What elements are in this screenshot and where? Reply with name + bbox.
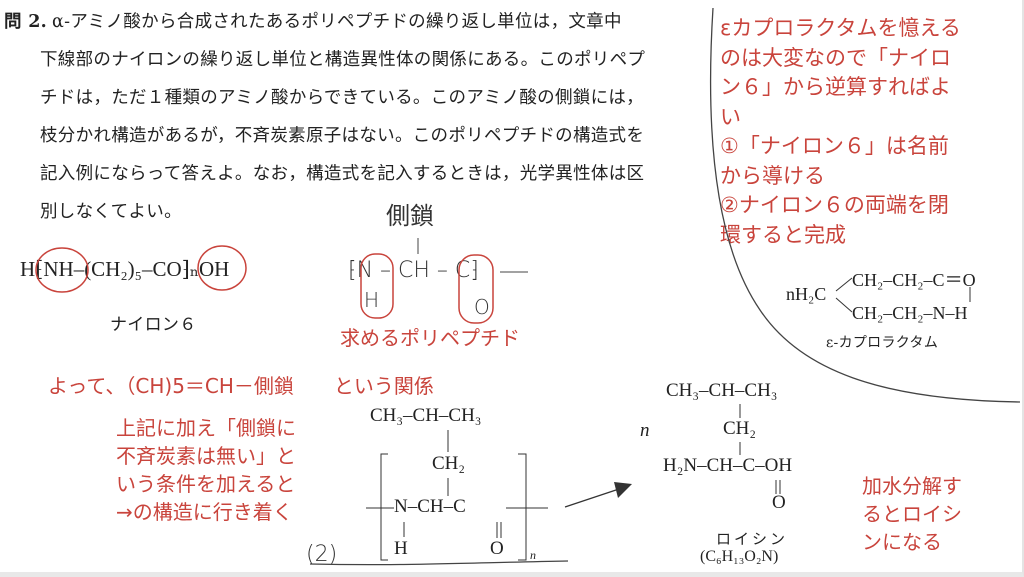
caprolactam-bond: [835, 277, 853, 292]
question-line-3: チドは，ただ１種類のアミノ酸からできている。このアミノ酸の側鎖には，: [40, 88, 644, 108]
handwritten-c-o: O: [474, 295, 490, 319]
leucine-formula: (C₆H₁₃O₂N): [700, 548, 779, 565]
divider-curve: [709, 7, 1021, 403]
side-chain-label: 側鎖: [386, 202, 434, 230]
condition-line: 不斉炭素は無い」と: [116, 444, 296, 468]
leucine-n: n: [640, 420, 650, 441]
target-polypeptide-note: 求めるポリペプチド: [340, 326, 520, 350]
condition-line: 上記に加え「側鎖に: [116, 416, 296, 440]
hydrolysis-line: 加水分解す: [862, 474, 962, 498]
hydrolysis-line: るとロイシ: [862, 502, 962, 526]
note-line: のは大変なので「ナイロ: [720, 45, 951, 70]
relation-note: よって、（CH)5＝CH－側鎖 という関係: [48, 374, 434, 398]
question-number: 問 2.: [4, 12, 48, 32]
caprolactam-prefix: nH₂C: [786, 284, 827, 304]
question-line-5: 記入例にならって答えよ。なお，構造式を記入するときは，光学異性体は区: [40, 164, 645, 184]
leucine-bonds: [739, 404, 781, 494]
answer-o: O: [490, 538, 504, 559]
handwritten-n-h: H: [364, 288, 380, 312]
caprolactam-top: CH₂–CH₂–C＝O: [852, 270, 976, 290]
note-line: εカプロラクタムを憶える: [720, 16, 961, 40]
condition-line: いう条件を加えると: [116, 472, 296, 496]
arrow-head-icon: [614, 482, 632, 498]
note-line: い: [720, 104, 741, 129]
answer-backbone: N–CH–C: [394, 496, 466, 517]
answer-ch2: CH₂: [432, 453, 466, 474]
answer-underline: [309, 560, 569, 566]
co-circle: [197, 245, 247, 291]
note-line: ②ナイロン６の両端を閉: [720, 193, 949, 217]
question-line-6: 別しなくてよい。: [40, 202, 182, 222]
note-line: 環すると完成: [720, 222, 846, 247]
arrow-line: [564, 487, 623, 508]
handwritten-polypeptide: ⁅N – CH – C⁆: [348, 258, 479, 283]
nh-circle: [35, 247, 89, 293]
note-line: ①「ナイロン６」は名前: [720, 134, 949, 158]
caprolactam-bottom: CH₂–CH₂–N–H: [852, 303, 968, 323]
hydrolysis-line: ンになる: [862, 530, 942, 554]
question-line-2: 下線部のナイロンの繰り返し単位と構造異性体の関係にある。このポリペプ: [40, 50, 646, 70]
question-line-4: 枝分かれ構造があるが，不斉炭素原子はない。このポリペプチドの構造式を: [40, 126, 645, 146]
leucine-side-chain: CH₃–CH–CH₃: [666, 380, 778, 401]
nylon-formula: H⁅NH–(CH₂)₅–CO⁆ₙOH: [20, 257, 230, 281]
condition-note: 上記に加え「側鎖に 不斉炭素は無い」と いう条件を加えると →の構造に行き着く: [116, 414, 296, 526]
co-handwritten-circle: [458, 254, 494, 324]
answer-bonds: [366, 430, 548, 561]
answer-side-chain: CH₃–CH–CH₃: [370, 405, 482, 426]
leucine-main: H₂N–CH–C–OH: [663, 455, 793, 476]
question-line-1: α-アミノ酸から合成されたあるポリペプチドの繰り返し単位は，文章中: [52, 12, 622, 32]
leucine-ch2: CH₂: [723, 418, 757, 439]
answer-number: (2): [306, 542, 338, 567]
leucine-name: ロイシン: [716, 530, 789, 548]
condition-line: →の構造に行き着く: [116, 500, 293, 524]
note-line: ン６」から逆算すればよ: [720, 75, 951, 99]
caprolactam-bond: [835, 297, 853, 313]
hydrolysis-note: 加水分解す るとロイシ ンになる: [862, 472, 962, 556]
answer-n: n: [530, 548, 536, 562]
nylon-label: ナイロン６: [110, 315, 197, 335]
answer-h: H: [394, 538, 408, 559]
nh-handwritten-circle: [360, 253, 394, 319]
note-line: から導ける: [720, 163, 825, 188]
leucine-o: O: [772, 492, 786, 513]
caprolactam-label: ε-カプロラクタム: [826, 335, 939, 351]
caprolactam-note: εカプロラクタムを憶える のは大変なので「ナイロ ン６」から逆算すればよ い ①…: [720, 14, 961, 250]
